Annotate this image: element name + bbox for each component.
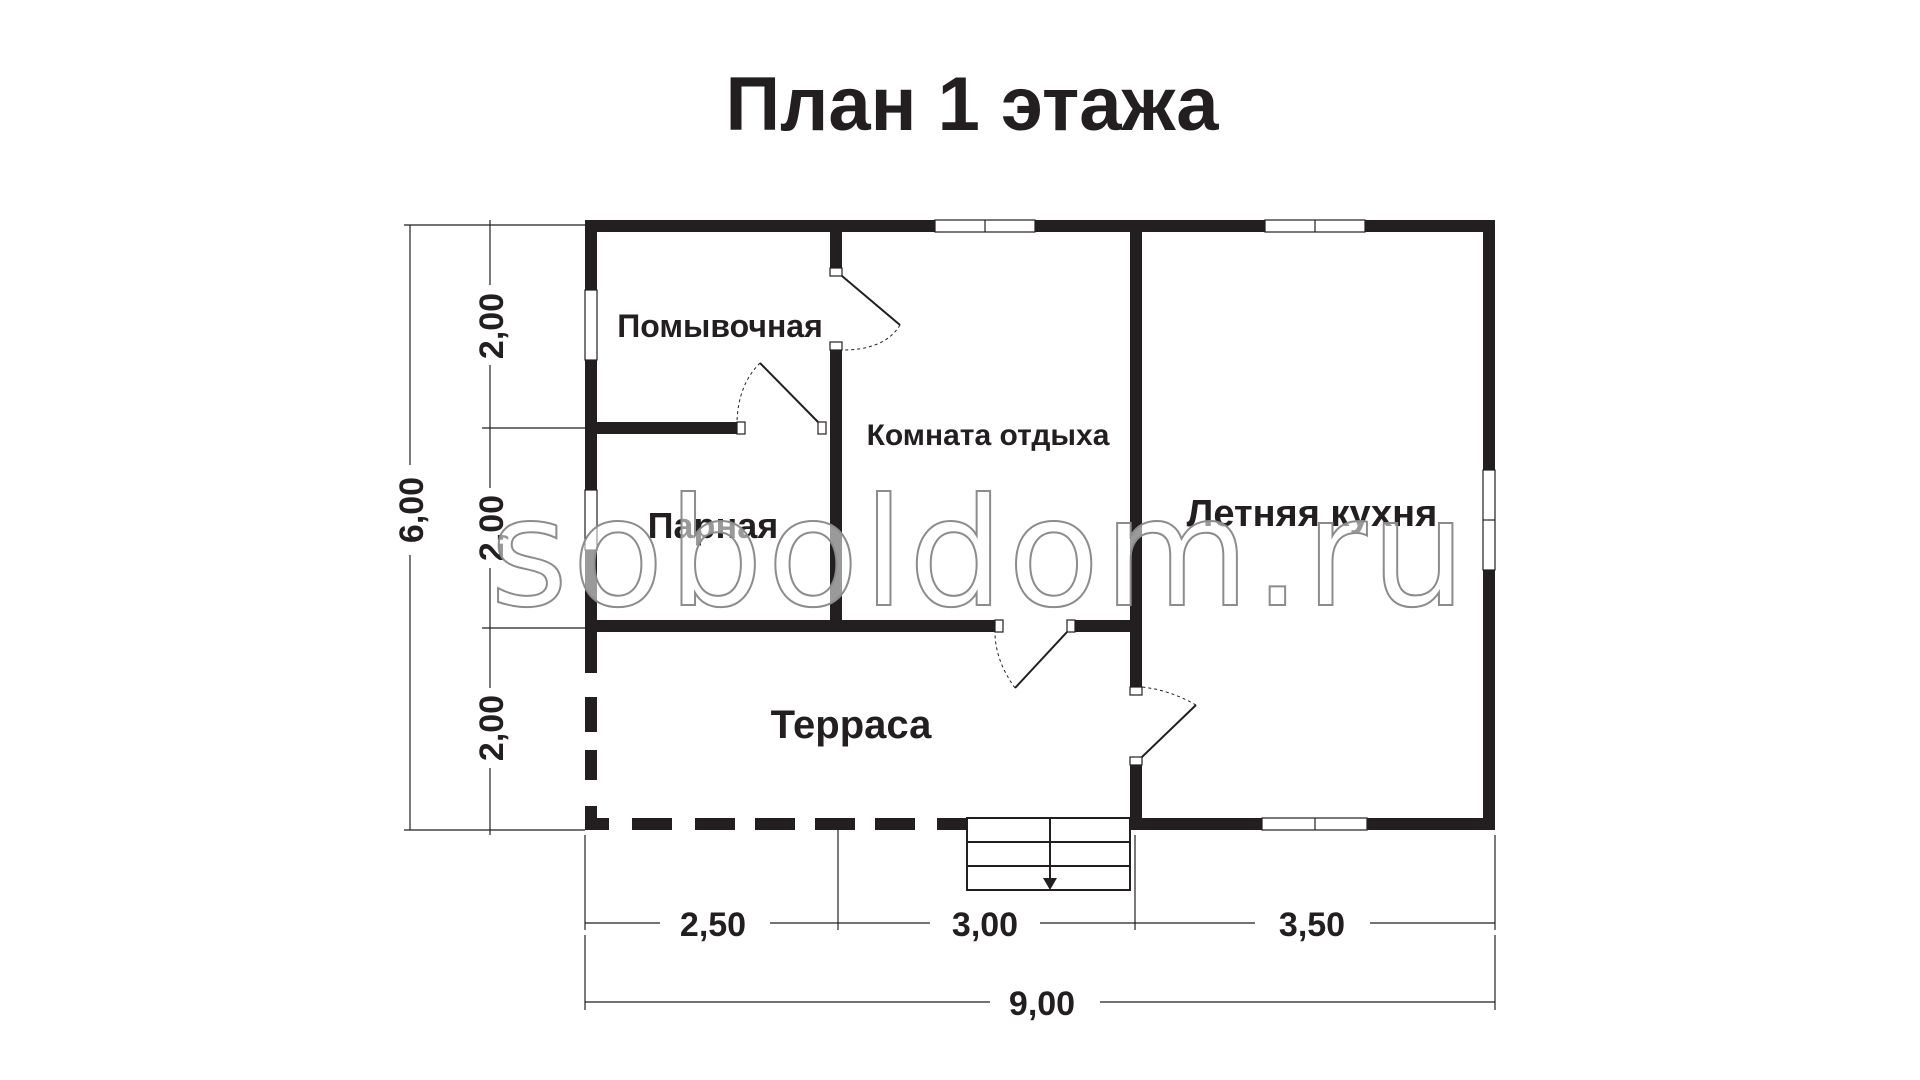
door-terrace-kitchen [1141,686,1197,758]
door-washroom-rest [841,275,901,351]
windows [584,219,1496,831]
stairs-arrow-icon [1043,878,1057,890]
terrace-stairs [966,817,1131,891]
dim-seg-2: 3,00 [952,906,1018,944]
dim-total-height: 6,00 [393,477,431,543]
room-washroom: Помывочная [617,308,823,344]
window-left-washroom [584,289,598,361]
doors [736,275,1197,758]
dim-row-2: 2,00 [473,495,511,561]
door-rest-terrace [994,631,1068,689]
room-kitchen: Летняя кухня [1187,493,1438,535]
room-rest: Комната отдыха [867,419,1110,452]
watermark: soboldom.ru [490,467,1470,641]
dimension-labels: 6,00 2,00 2,00 2,00 2,50 3,00 3,50 9,00 [393,285,1370,1023]
dim-row-3: 2,00 [473,695,511,761]
plan-title: План 1 этажа [725,62,1219,147]
dim-total-width: 9,00 [1009,985,1075,1023]
walls [585,220,1495,830]
dim-seg-1: 2,50 [680,906,746,944]
window-left-steam [584,489,598,551]
dim-seg-3: 3,50 [1279,906,1345,944]
dim-row-1: 2,00 [473,293,511,359]
room-steam: Парная [648,505,779,546]
room-labels: Помывочная Парная Комната отдыха Летняя … [617,308,1437,747]
door-jambs [736,267,1143,766]
room-terrace: Терраса [771,703,933,747]
door-washroom-steam [736,362,819,423]
